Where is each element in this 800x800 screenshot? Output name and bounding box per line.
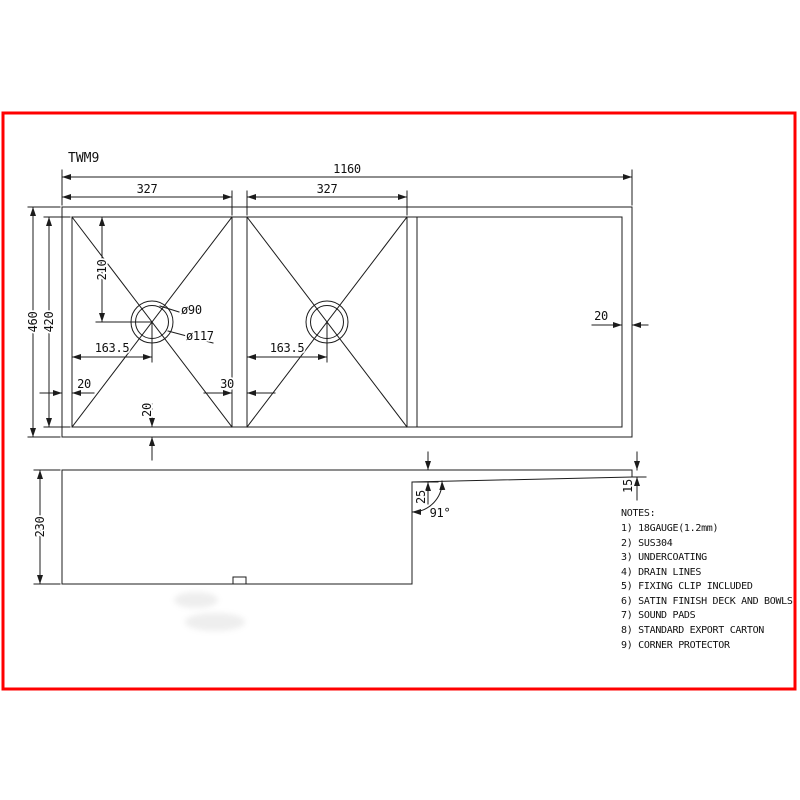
scan-smudge: [174, 592, 218, 608]
note-item: 3) UNDERCOATING: [621, 552, 707, 563]
drawing-frame: [1, 111, 797, 691]
dim-left-rim: 20: [77, 377, 91, 391]
labels: TWM9 1160 327 327 460 420 210 163.5 163.…: [24, 151, 637, 539]
dim-bowl2-drain-offset: 163.5: [270, 341, 305, 355]
dim-right-rim: 20: [594, 309, 608, 323]
note-item: 6) SATIN FINISH DECK AND BOWLS: [621, 596, 793, 607]
notes-block: NOTES: 1) 18GAUGE(1.2mm) 2) SUS304 3) UN…: [621, 508, 793, 651]
dim-drainer-step: 25: [414, 490, 428, 504]
leader-drain-dia90: [159, 305, 180, 313]
side-view: [33, 451, 647, 585]
dim-bowl-depth: 230: [33, 517, 47, 538]
drawing-title: TWM9: [68, 151, 99, 166]
note-item: 5) FIXING CLIP INCLUDED: [621, 581, 753, 592]
dim-overall-width: 1160: [333, 162, 361, 176]
dim-bowl2-width: 327: [317, 182, 338, 196]
angle-arc: [411, 480, 446, 515]
dim-drainer-edge-depth: 15: [621, 479, 635, 493]
dim-drain-flange-dia: ø117: [186, 329, 214, 343]
dim-drain-hole-dia: ø90: [181, 303, 202, 317]
top-view: [27, 169, 649, 461]
note-item: 1) 18GAUGE(1.2mm): [621, 523, 718, 534]
dim-bowl1-drain-offset: 163.5: [95, 341, 130, 355]
drainer-slope: [411, 476, 633, 483]
note-item: 9) CORNER PROTECTOR: [621, 640, 731, 651]
dim-overall-depth: 460: [26, 312, 40, 333]
note-item: 7) SOUND PADS: [621, 610, 696, 621]
scan-smudge: [185, 613, 245, 631]
note-item: 4) DRAIN LINES: [621, 567, 701, 578]
note-item: 8) STANDARD EXPORT CARTON: [621, 625, 764, 636]
dim-bowl1-width: 327: [137, 182, 158, 196]
dim-inner-depth: 420: [42, 312, 56, 333]
dim-drain-from-top: 210: [95, 260, 109, 281]
leader-drain-dia117: [167, 330, 214, 344]
dim-divider-width: 30: [220, 377, 234, 391]
dim-drainer-angle: 91°: [430, 506, 451, 520]
notes-heading: NOTES:: [621, 508, 655, 519]
sink-inner-outline: [71, 216, 623, 428]
note-item: 2) SUS304: [621, 538, 673, 549]
dim-bottom-rim: 20: [140, 403, 154, 417]
